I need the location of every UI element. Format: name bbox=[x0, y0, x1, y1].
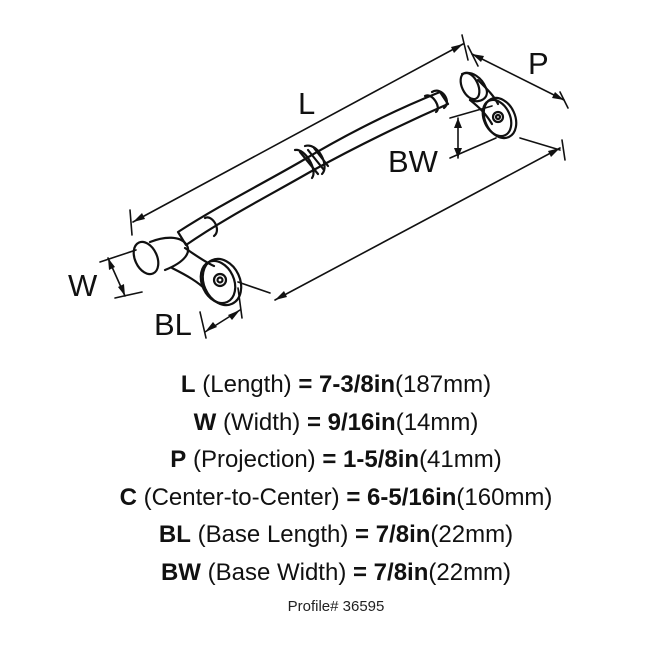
handle-bar bbox=[176, 89, 450, 247]
spec-base-length: BL (Base Length) = 7/8in(22mm) bbox=[158, 521, 514, 549]
spec-center-to-center: C (Center-to-Center) = 6-5/16in(160mm) bbox=[119, 483, 553, 511]
label-projection: P bbox=[528, 46, 549, 81]
spec-width: W (Width) = 9/16in(14mm) bbox=[193, 408, 479, 436]
profile-number: Profile# 36595 bbox=[287, 598, 385, 615]
spec-length: L (Length) = 7-3/8in(187mm) bbox=[180, 371, 492, 398]
left-base bbox=[199, 257, 243, 307]
right-post bbox=[459, 71, 500, 126]
arrowheads bbox=[108, 44, 564, 332]
dimension-lines bbox=[99, 34, 569, 339]
right-base bbox=[481, 96, 518, 140]
pull-handle-drawing bbox=[99, 34, 569, 339]
label-base-width: BW bbox=[388, 144, 438, 179]
spec-base-width: BW (Base Width) = 7/8in(22mm) bbox=[160, 558, 512, 586]
spec-list: L (Length) = 7-3/8in(187mm) W (Width) = … bbox=[0, 366, 672, 592]
label-length: L bbox=[298, 86, 316, 121]
label-base-length: BL bbox=[154, 307, 192, 342]
spec-projection: P (Projection) = 1-5/8in(41mm) bbox=[170, 446, 502, 474]
label-width: W bbox=[68, 268, 98, 303]
